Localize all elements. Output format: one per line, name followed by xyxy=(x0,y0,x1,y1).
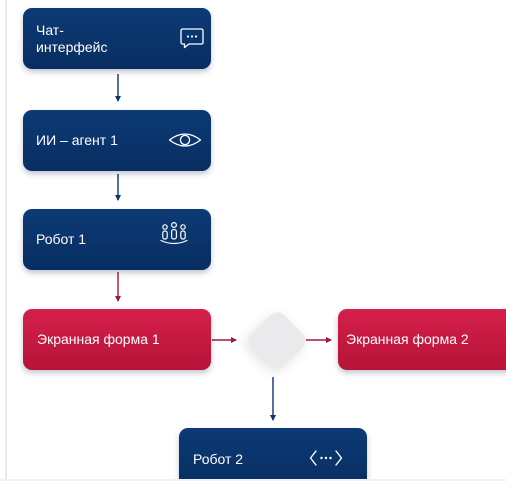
node-ai-agent-1[interactable]: ИИ – агент 1 xyxy=(23,110,211,171)
node-screen-form-2-label: Экранная форма 2 xyxy=(346,331,469,347)
eye-icon xyxy=(168,131,202,149)
node-robot-2[interactable]: Робот 2 xyxy=(179,428,367,481)
node-screen-form-2[interactable]: Экранная форма 2 xyxy=(338,309,506,370)
node-chat-interface[interactable]: Чат- интерфейс xyxy=(23,8,211,69)
node-robot-2-label: Робот 2 xyxy=(193,451,244,467)
chat-bubble-icon xyxy=(180,27,204,49)
node-robot-1-label: Робот 1 xyxy=(36,231,87,247)
node-screen-form-1-label: Экранная форма 1 xyxy=(37,331,160,347)
node-ai-agent-1-label: ИИ – агент 1 xyxy=(36,132,118,148)
node-robot-1[interactable]: Робот 1 xyxy=(23,209,211,270)
node-chat-interface-label: Чат- интерфейс xyxy=(36,21,108,55)
left-border-line xyxy=(5,0,7,481)
people-icon xyxy=(160,221,188,247)
code-arrows-icon xyxy=(309,447,343,469)
bottom-border-line xyxy=(0,479,506,481)
node-screen-form-1[interactable]: Экранная форма 1 xyxy=(23,309,211,370)
